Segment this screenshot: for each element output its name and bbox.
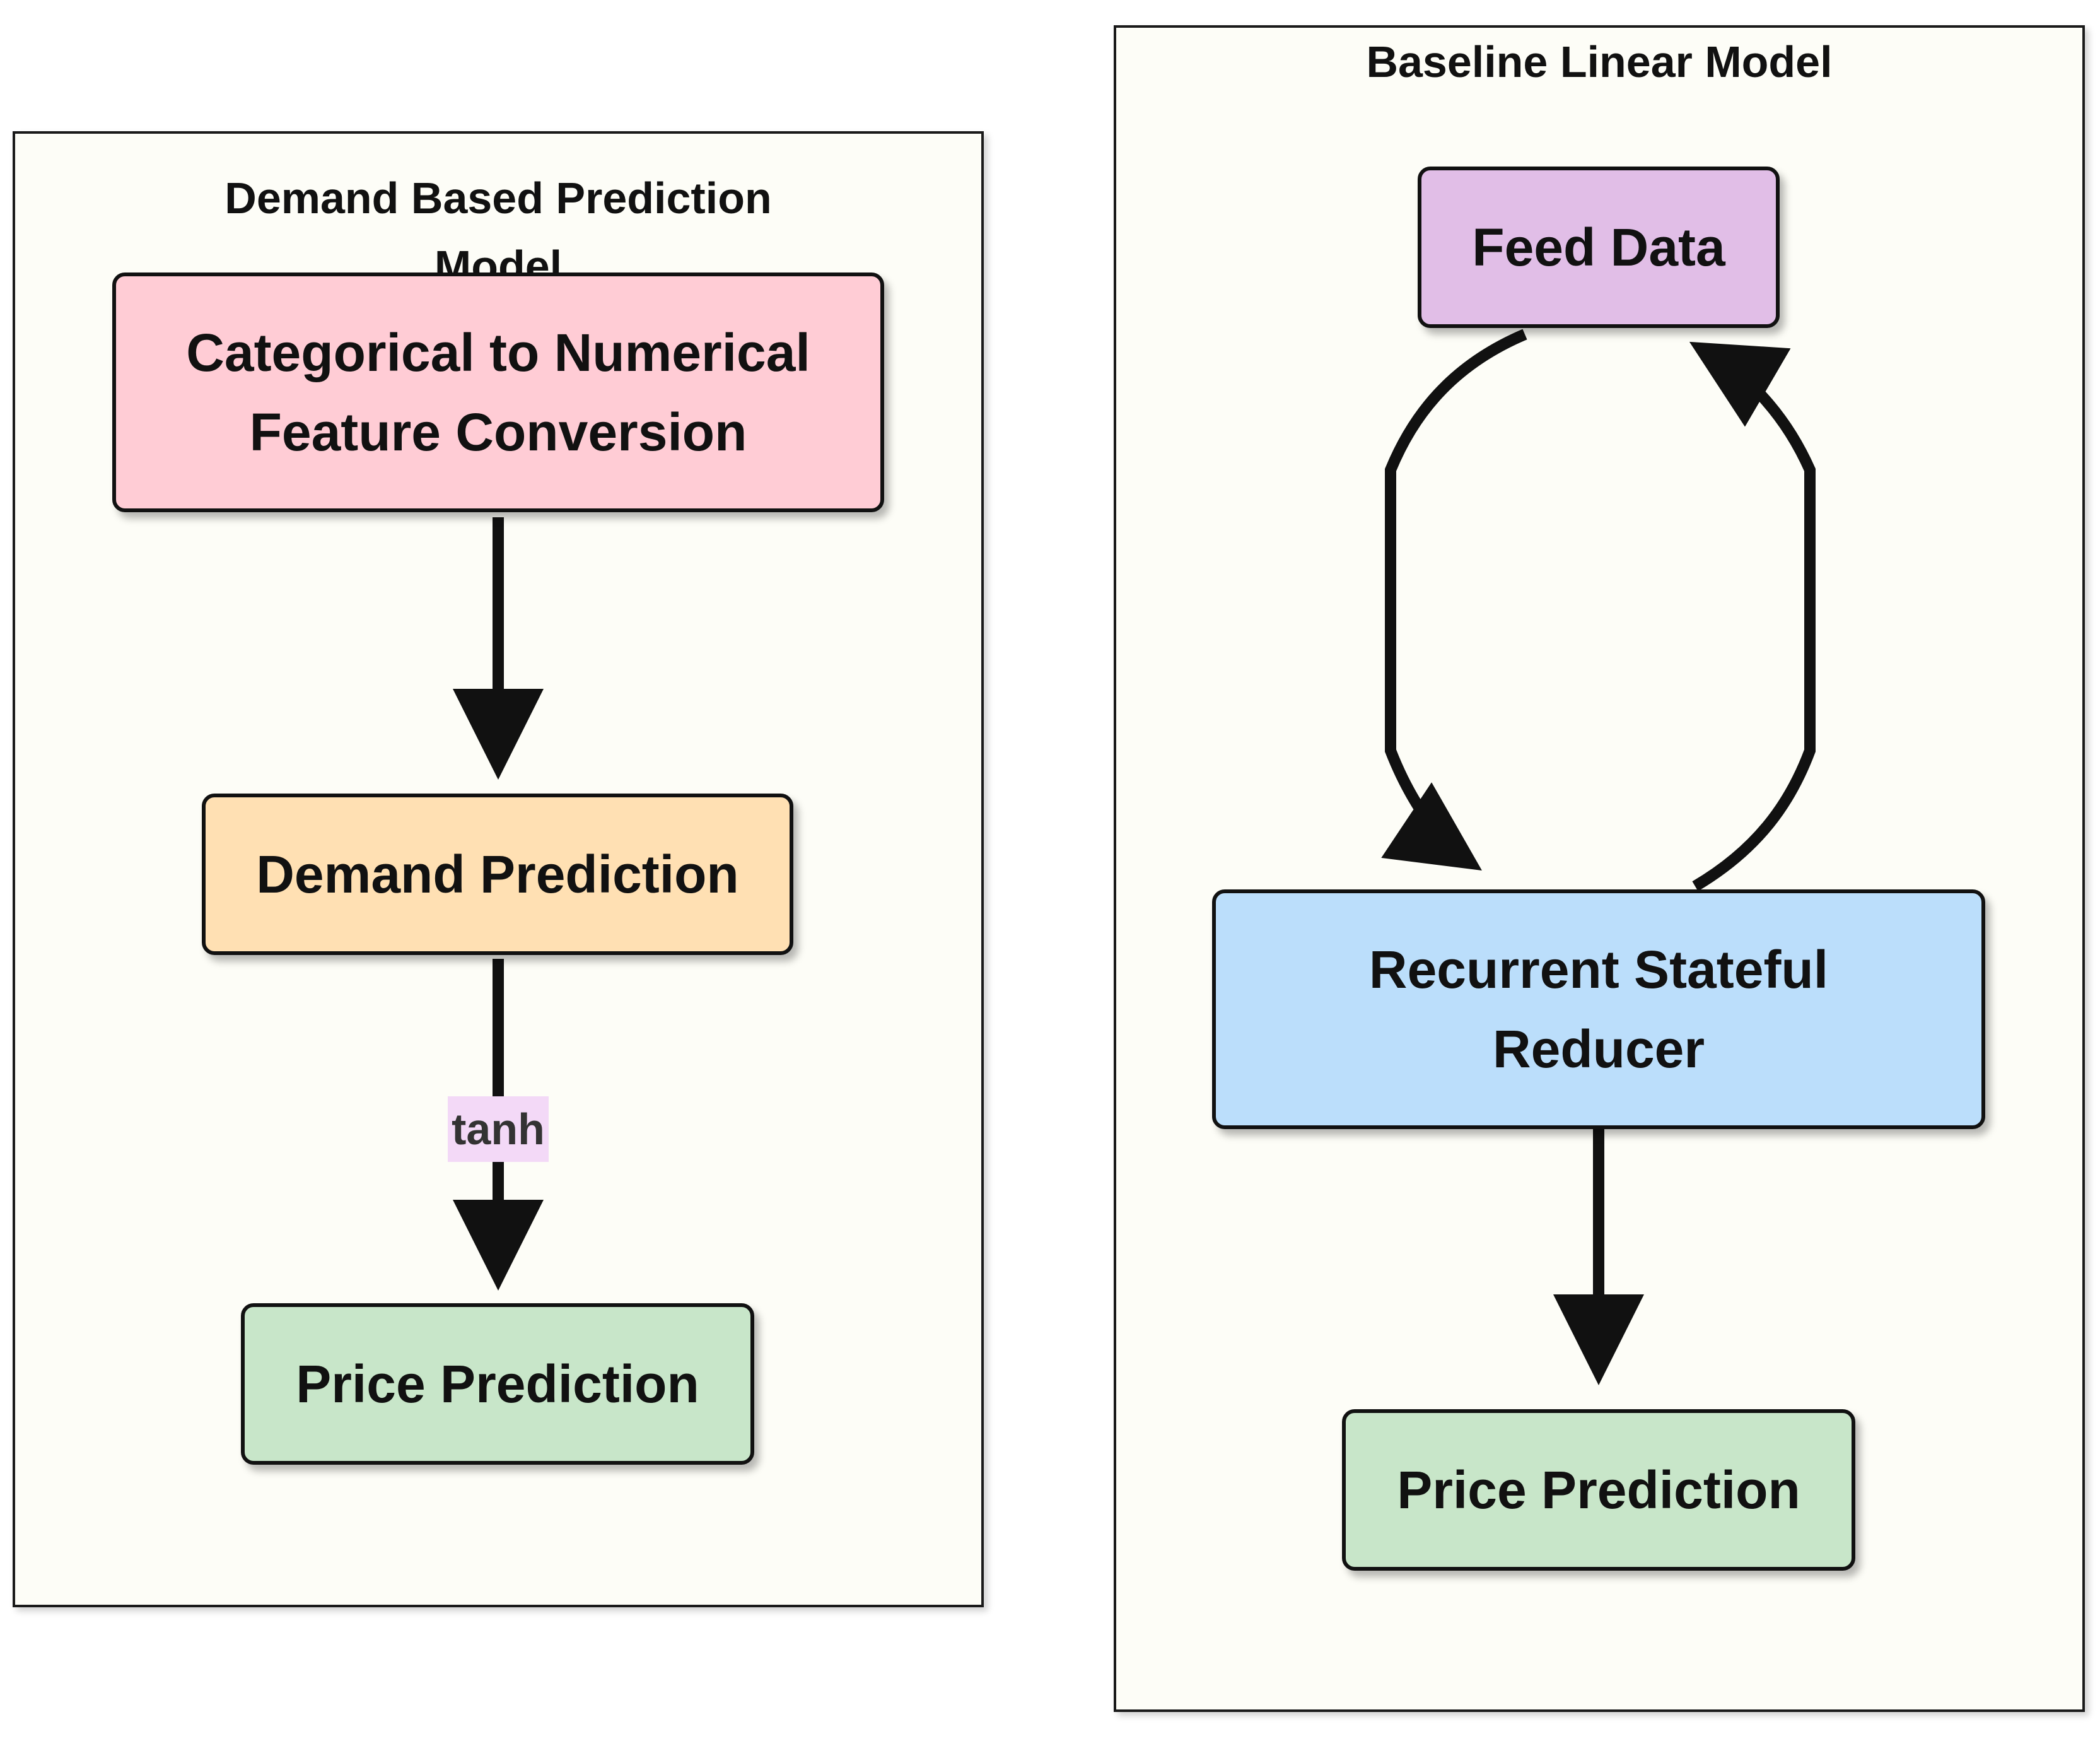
tanh-edge-label: tanh [448,1096,549,1162]
left-price-prediction-node: Price Prediction [241,1303,754,1465]
right-price-prediction-node: Price Prediction [1342,1409,1855,1571]
reducer-node: Recurrent Stateful Reducer [1212,889,1985,1129]
feed-data-node: Feed Data [1418,167,1780,328]
conversion-node: Categorical to Numerical Feature Convers… [112,273,884,512]
demand-prediction-node: Demand Prediction [202,794,793,955]
demand-model-title: Demand Based Prediction Model [225,173,772,291]
baseline-model-title: Baseline Linear Model [1366,37,1833,86]
